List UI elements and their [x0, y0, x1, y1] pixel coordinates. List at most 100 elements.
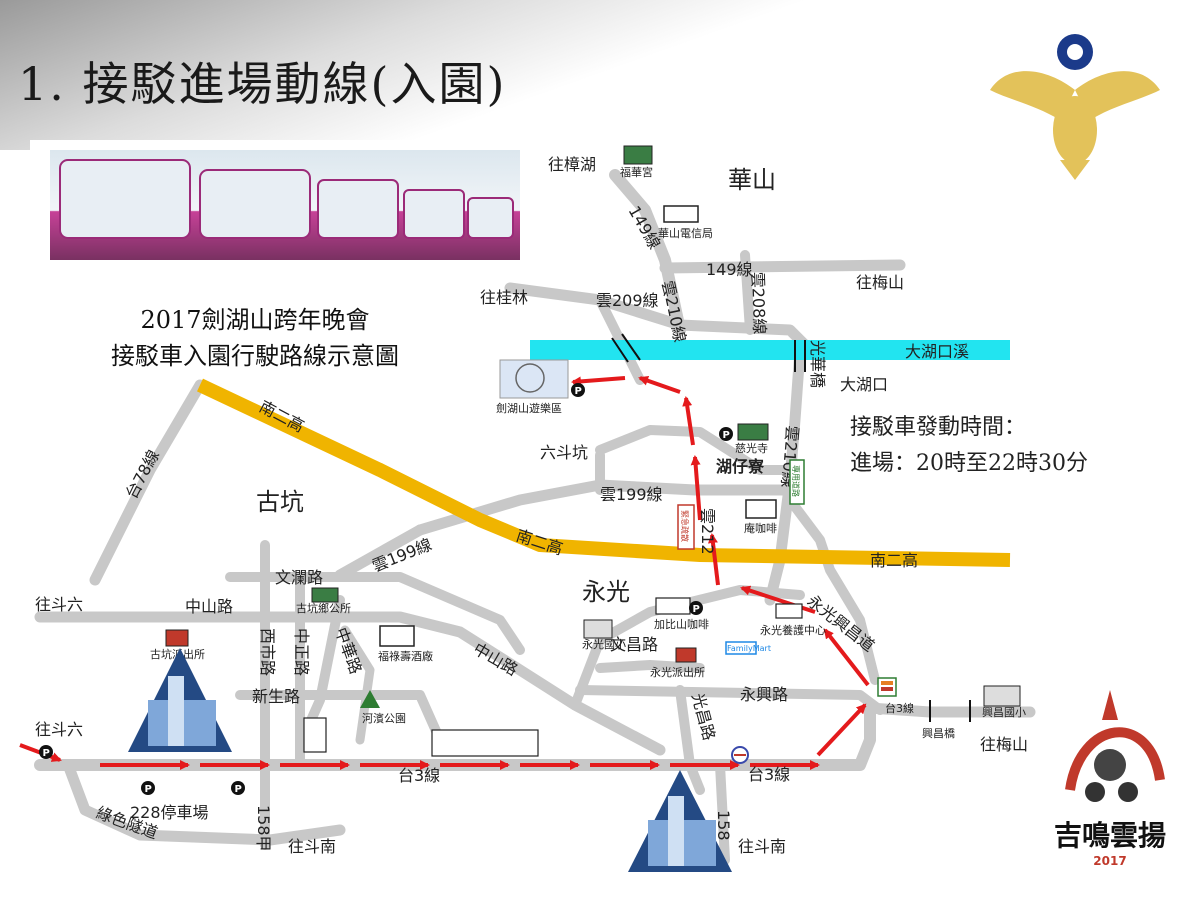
huzailiao-label: 湖仔寮 — [716, 457, 765, 476]
road-yun208 — [740, 250, 755, 335]
road-wenchang — [595, 660, 705, 673]
cimiao-marker: 慈光寺 — [735, 423, 769, 455]
svg-text:P: P — [693, 604, 700, 615]
seven-eleven-icon — [877, 677, 897, 697]
gukeng-office-marker: 古坑鄉公所 — [296, 587, 351, 615]
freeway-nanergao — [197, 378, 1011, 567]
label-yun212: 雲212 — [698, 508, 717, 555]
svg-text:永光派出所: 永光派出所 — [650, 665, 705, 679]
dir-meishan-top: 往梅山 — [856, 273, 904, 292]
label-wenlan: 文瀾路 — [275, 568, 323, 587]
jiabi-marker: 加比山咖啡 — [654, 597, 709, 631]
dir-zhanghu: 往樟湖 — [548, 155, 596, 174]
road-149-cross — [659, 259, 906, 274]
label-zhongzheng: 中正路 — [292, 628, 311, 676]
label-nanergao-3: 南二高 — [870, 551, 918, 570]
road-zhongshan-east — [570, 585, 805, 710]
tree-icon — [360, 690, 380, 708]
area-yongguang: 永光 — [582, 578, 630, 606]
label-yun210-a: 雲210線 — [658, 279, 690, 344]
road-network — [34, 169, 1036, 865]
road-149-upper — [609, 169, 686, 336]
svg-text:FamilyMart: FamilyMart — [727, 644, 771, 653]
road-yongxing — [575, 685, 885, 715]
road-hebin — [340, 625, 375, 745]
parking-228-label: 228停車場 — [130, 803, 209, 822]
parking-icon: P — [719, 427, 733, 441]
svg-text:華山電信局: 華山電信局 — [658, 227, 713, 240]
festival-figure — [1065, 690, 1165, 802]
label-yun209: 雲209線 — [596, 291, 659, 310]
bus-stop-icon — [731, 746, 749, 764]
svg-text:福祿壽酒廠: 福祿壽酒廠 — [378, 649, 433, 663]
slide-title: 1. 接駁進場動線(入園) — [18, 57, 507, 111]
hebin-park-marker: 河濱公園 — [360, 690, 406, 725]
schedule-entry: 進場：20時至22時30分 — [850, 451, 1088, 476]
dahukou-label: 大湖口 — [840, 375, 888, 394]
direction-labels: 往樟湖 往桂林 往梅山 往斗六 往斗六 往斗南 往斗南 往梅山 — [35, 155, 1028, 856]
parking-icon: P — [141, 781, 155, 795]
label-158: 158 — [714, 810, 733, 841]
area-gukeng: 古坑 — [256, 488, 304, 516]
festival-logo-text: 吉鳴雲揚 — [1053, 819, 1166, 852]
highrise-marker — [303, 717, 327, 753]
shuttle-schedule: 接駁車發動時間： 進場：20時至22時30分 — [850, 410, 1170, 482]
svg-text:P: P — [43, 748, 50, 759]
svg-text:慈光寺: 慈光寺 — [735, 441, 768, 455]
yongguang-school-marker: 永光國小 — [582, 619, 626, 651]
parking-icon: P — [689, 601, 703, 615]
route-arrows — [19, 375, 870, 770]
bridges — [611, 333, 971, 722]
road-guilin — [504, 282, 816, 356]
road-tai78 — [89, 379, 206, 586]
river: 大湖口溪 — [530, 340, 1010, 361]
parking-icon: P — [231, 781, 245, 795]
map-title-line2: 接駁車入園行駛路線示意圖 — [111, 342, 399, 370]
label-guangchang: 光昌路 — [688, 691, 719, 742]
coffee-shop-marker: 庵咖啡 — [744, 499, 777, 535]
label-tai3-c: 台3線 — [885, 701, 914, 715]
emergency-sign: 緊急疏散 — [677, 504, 695, 550]
label-tai78: 台78線 — [122, 447, 163, 502]
dir-guilin: 往桂林 — [480, 288, 528, 307]
station-marker — [431, 729, 539, 757]
label-xinsheng: 新生路 — [252, 687, 300, 706]
label-158a: 158甲 — [254, 805, 273, 852]
fuluxian-marker: 福祿壽酒廠 — [378, 625, 433, 663]
festival-logo-year: 2017 — [1093, 854, 1127, 868]
river-label: 大湖口溪 — [905, 342, 969, 361]
parking-icons: P P P P P P — [39, 383, 733, 795]
label-yongxing: 永興路 — [740, 685, 788, 704]
map-title-line1: 2017劍湖山跨年晚會 — [140, 306, 370, 334]
label-yun199-a: 雲199線 — [600, 485, 663, 504]
label-yun208: 雲208線 — [748, 271, 769, 334]
svg-text:P: P — [235, 784, 242, 795]
road-yun199-west — [334, 524, 426, 581]
svg-text:永光養護中心: 永光養護中心 — [760, 623, 826, 637]
dir-dounan-right: 往斗南 — [738, 837, 786, 856]
dir-dounan-left: 往斗南 — [288, 837, 336, 856]
road-xinsheng — [235, 690, 445, 745]
svg-text:劍湖山遊樂區: 劍湖山遊樂區 — [496, 401, 562, 415]
dir-douliu-bottom: 往斗六 — [35, 720, 83, 739]
nursing-marker: 永光養護中心 — [760, 603, 826, 637]
parking-icon: P — [39, 745, 53, 759]
svg-text:P: P — [145, 784, 152, 795]
svg-text:專用道路: 專用道路 — [791, 465, 801, 497]
label-xingchang-bridge: 興昌橋 — [922, 726, 955, 740]
yongguang-police-marker: 永光派出所 — [650, 647, 705, 679]
svg-text:緊急疏散: 緊急疏散 — [680, 510, 690, 542]
svg-text:福華宮: 福華宮 — [620, 165, 653, 179]
label-wenchang: 文昌路 — [610, 635, 658, 654]
label-149-lower: 149線 — [706, 260, 753, 279]
svg-text:P: P — [575, 386, 582, 397]
svg-text:河濱公園: 河濱公園 — [362, 711, 406, 725]
label-tai3-b: 台3線 — [748, 765, 790, 784]
label-tai3-a: 台3線 — [398, 766, 440, 785]
area-labels: 華山 古坑 永光 — [256, 166, 776, 606]
fuhua-temple-marker: 福華宮 — [620, 145, 653, 179]
dedicated-road-sign: 專用道路 — [789, 459, 805, 505]
svg-text:古坑鄉公所: 古坑鄉公所 — [296, 601, 351, 615]
svg-text:加比山咖啡: 加比山咖啡 — [654, 617, 709, 631]
huashan-telecom-marker: 華山電信局 — [658, 205, 713, 240]
